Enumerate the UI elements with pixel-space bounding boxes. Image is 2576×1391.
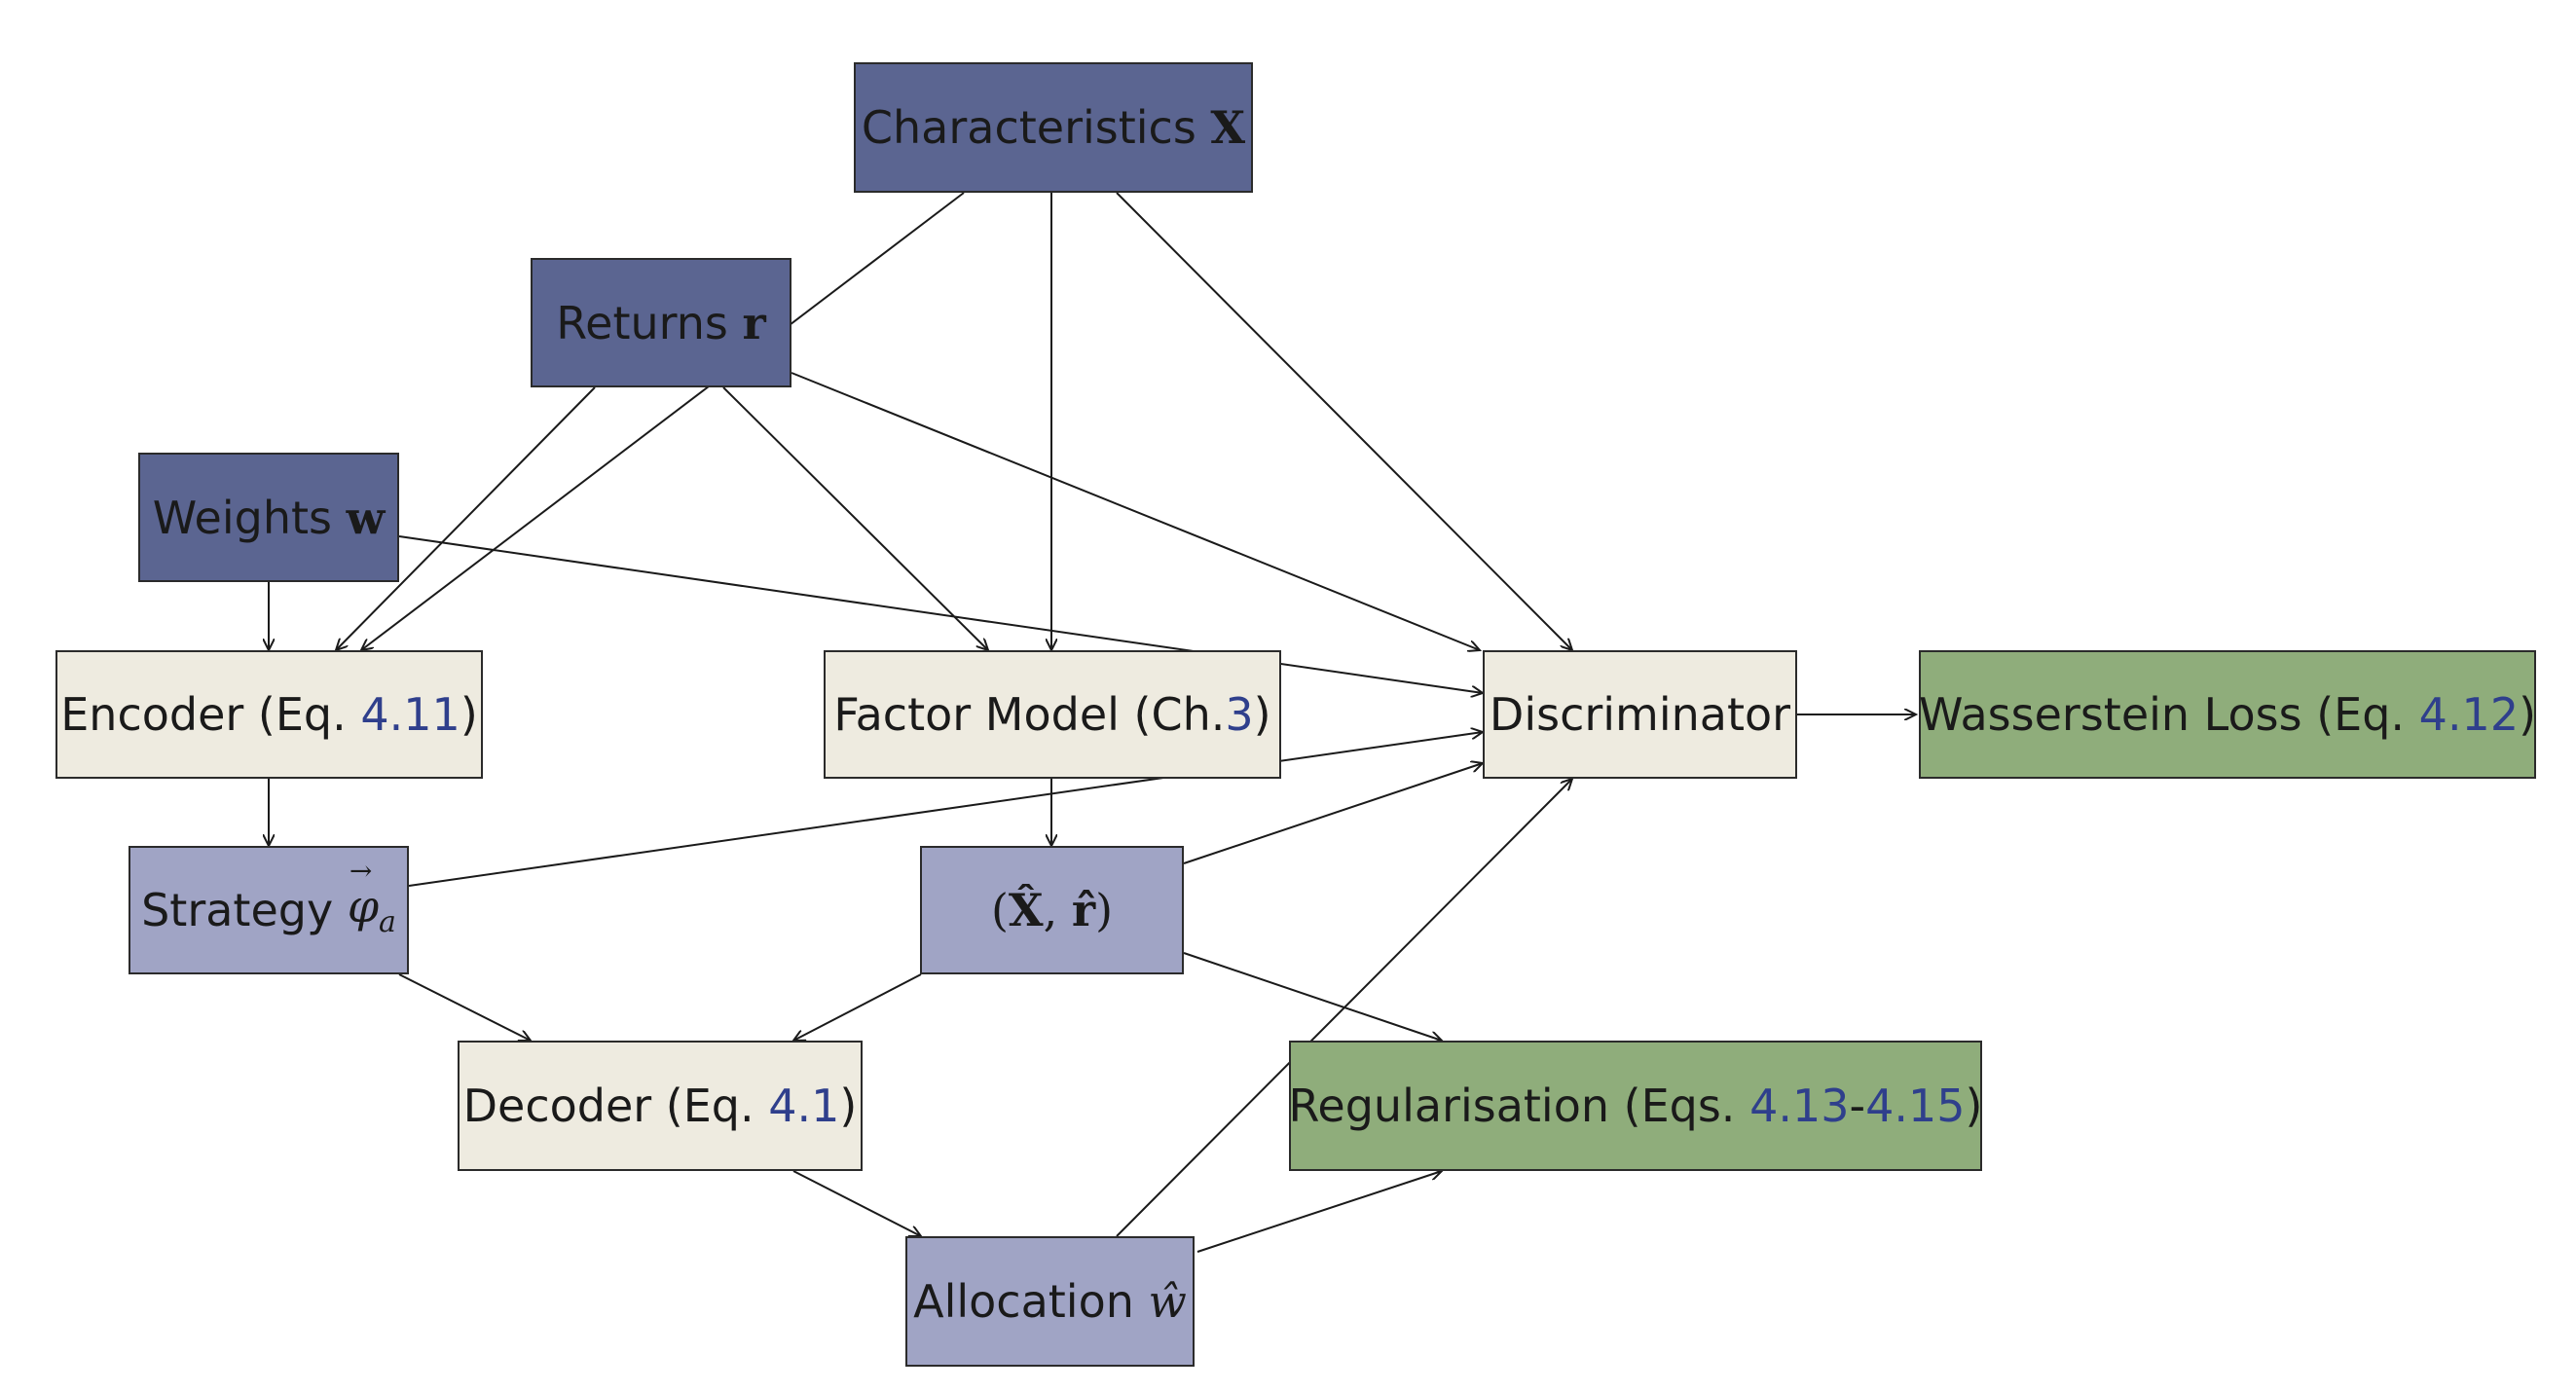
characteristics-label: Characteristics [861, 101, 1196, 154]
decoder-suffix: ) [839, 1080, 858, 1132]
r-hat-symbol: r̂ [1071, 884, 1096, 936]
encoder-eq-ref: 4.11 [360, 688, 460, 741]
allocation-label: Allocation [913, 1275, 1134, 1328]
factor-model-ch-ref: 3 [1225, 688, 1254, 741]
x-hat-symbol: X̂ [1008, 884, 1044, 936]
wasserstein-loss-node: Wasserstein Loss (Eq. 4.12) [1919, 650, 2536, 779]
strategy-label: Strategy [141, 884, 334, 936]
regularisation-node: Regularisation (Eqs. 4.13-4.15) [1289, 1041, 1982, 1171]
edge-strategy-decoder [398, 973, 531, 1041]
allocation-symbol: ŵ [1148, 1275, 1187, 1328]
decoder-node: Decoder (Eq. 4.1) [458, 1041, 863, 1171]
edge-xr-regularisation [1183, 952, 1442, 1041]
returns-label: Returns [556, 296, 728, 349]
strategy-symbol: →φa [347, 855, 396, 940]
characteristics-symbol: X [1210, 101, 1246, 154]
decoder-eq-ref: 4.1 [768, 1080, 840, 1132]
characteristics-node: Characteristics X [854, 62, 1253, 193]
allocation-node: Allocation ŵ [905, 1236, 1195, 1367]
xr-close: ) [1095, 884, 1114, 936]
encoder-suffix: ) [460, 688, 478, 741]
regularisation-eq-ref-end: 4.15 [1865, 1080, 1966, 1132]
regularisation-eq-ref-start: 4.13 [1749, 1080, 1850, 1132]
weights-symbol: w [346, 491, 386, 544]
xr-open: ( [990, 884, 1009, 936]
edge-decoder-allocation [792, 1170, 921, 1236]
factor-model-node: Factor Model (Ch.3) [824, 650, 1281, 779]
factor-model-label: Factor Model (Ch. [833, 688, 1226, 741]
strategy-subscript: a [379, 905, 396, 940]
edge-strategy-discriminator [408, 732, 1483, 887]
strategy-accent: → [349, 855, 373, 888]
regularisation-dash: - [1849, 1080, 1866, 1132]
edge-xr-decoder [793, 973, 922, 1041]
edge-returns-factor-model [722, 386, 988, 650]
strategy-phi: φ [347, 880, 380, 933]
returns-node: Returns r [531, 258, 791, 387]
xr-sep: , [1043, 884, 1072, 936]
strategy-node: Strategy →φa [129, 846, 409, 974]
wasserstein-label: Wasserstein Loss (Eq. [1918, 688, 2419, 741]
weights-label: Weights [152, 491, 332, 544]
wasserstein-suffix: ) [2519, 688, 2537, 741]
xr-hat-node: (X̂, r̂) [920, 846, 1184, 974]
edge-allocation-regularisation [1196, 1171, 1442, 1253]
regularisation-suffix: ) [1965, 1080, 1983, 1132]
returns-symbol: r [742, 296, 766, 349]
factor-model-suffix: ) [1253, 688, 1271, 741]
weights-node: Weights w [138, 453, 399, 582]
decoder-label: Decoder (Eq. [462, 1080, 769, 1132]
encoder-label: Encoder (Eq. [60, 688, 361, 741]
edge-returns-discriminator [791, 372, 1480, 650]
edge-allocation-discriminator [1116, 779, 1572, 1237]
discriminator-node: Discriminator [1483, 650, 1797, 779]
edge-characteristics-encoder [361, 192, 965, 650]
wasserstein-eq-ref: 4.12 [2418, 688, 2520, 741]
regularisation-label: Regularisation (Eqs. [1288, 1080, 1750, 1132]
discriminator-label: Discriminator [1489, 688, 1791, 741]
encoder-node: Encoder (Eq. 4.11) [55, 650, 483, 779]
edge-characteristics-discriminator [1116, 192, 1572, 650]
edge-returns-encoder [336, 386, 596, 650]
edge-xr-discriminator [1183, 763, 1483, 864]
edge-weights-discriminator [398, 535, 1483, 693]
